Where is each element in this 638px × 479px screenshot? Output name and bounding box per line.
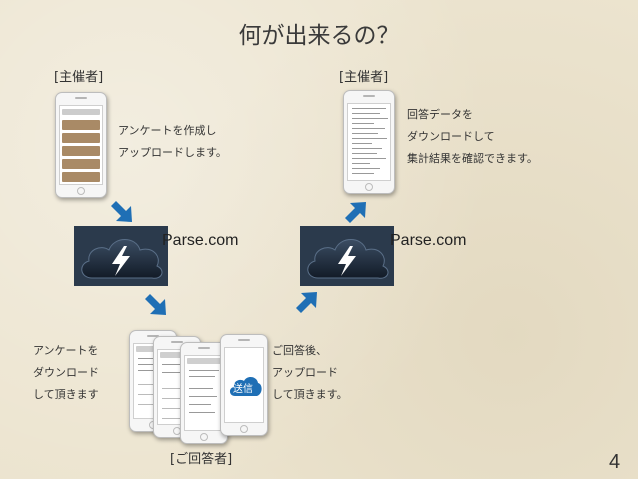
phone-home-button [240,425,248,433]
organizer-phone-results [343,90,395,194]
arrow-up-right-icon [296,292,317,313]
respondent-upload-text: ご回答後、 アップロード して頂きます。 [272,344,348,401]
cloud-lightning-icon [74,226,168,286]
respondent-phone-send: 送信 [220,334,268,436]
phone-screen: 送信 [224,347,264,423]
page-number: 4 [609,451,621,473]
send-badge: 送信 [233,384,253,395]
upload-cloud-icon [229,377,262,396]
phone-camera [75,97,87,99]
parse-service-label-left: Parse.com [162,232,239,249]
phone-camera [238,339,250,341]
phone-screen [184,355,224,431]
respondent-label: [ご回答者] [170,452,233,467]
phone-home-button [77,187,85,195]
organizer-label-right: [主催者] [339,70,389,85]
phone-home-button [200,433,208,441]
organizer-phone-create [55,92,107,198]
organizer-label-left: [主催者] [54,70,104,85]
phone-home-button [365,183,373,191]
parse-service-label-right: Parse.com [390,232,467,249]
create-upload-text: アンケートを作成し アップロードします。 [118,124,227,159]
phone-camera [363,95,375,97]
download-aggregate-text: 回答データを ダウンロードして 集計結果を確認できます。 [407,108,538,165]
phone-camera [147,335,159,337]
phone-camera [198,347,210,349]
phone-camera [171,341,183,343]
page-title: 何が出来るの？ [238,23,400,49]
arrow-up-right-icon [345,202,366,223]
phone-screen [347,103,391,181]
respondent-download-text: アンケートを ダウンロード して頂きます [33,344,99,401]
arrow-down-right-icon [145,294,166,315]
phone-screen [59,105,103,185]
cloud-lightning-icon [300,226,394,286]
arrow-down-right-icon [111,201,132,222]
